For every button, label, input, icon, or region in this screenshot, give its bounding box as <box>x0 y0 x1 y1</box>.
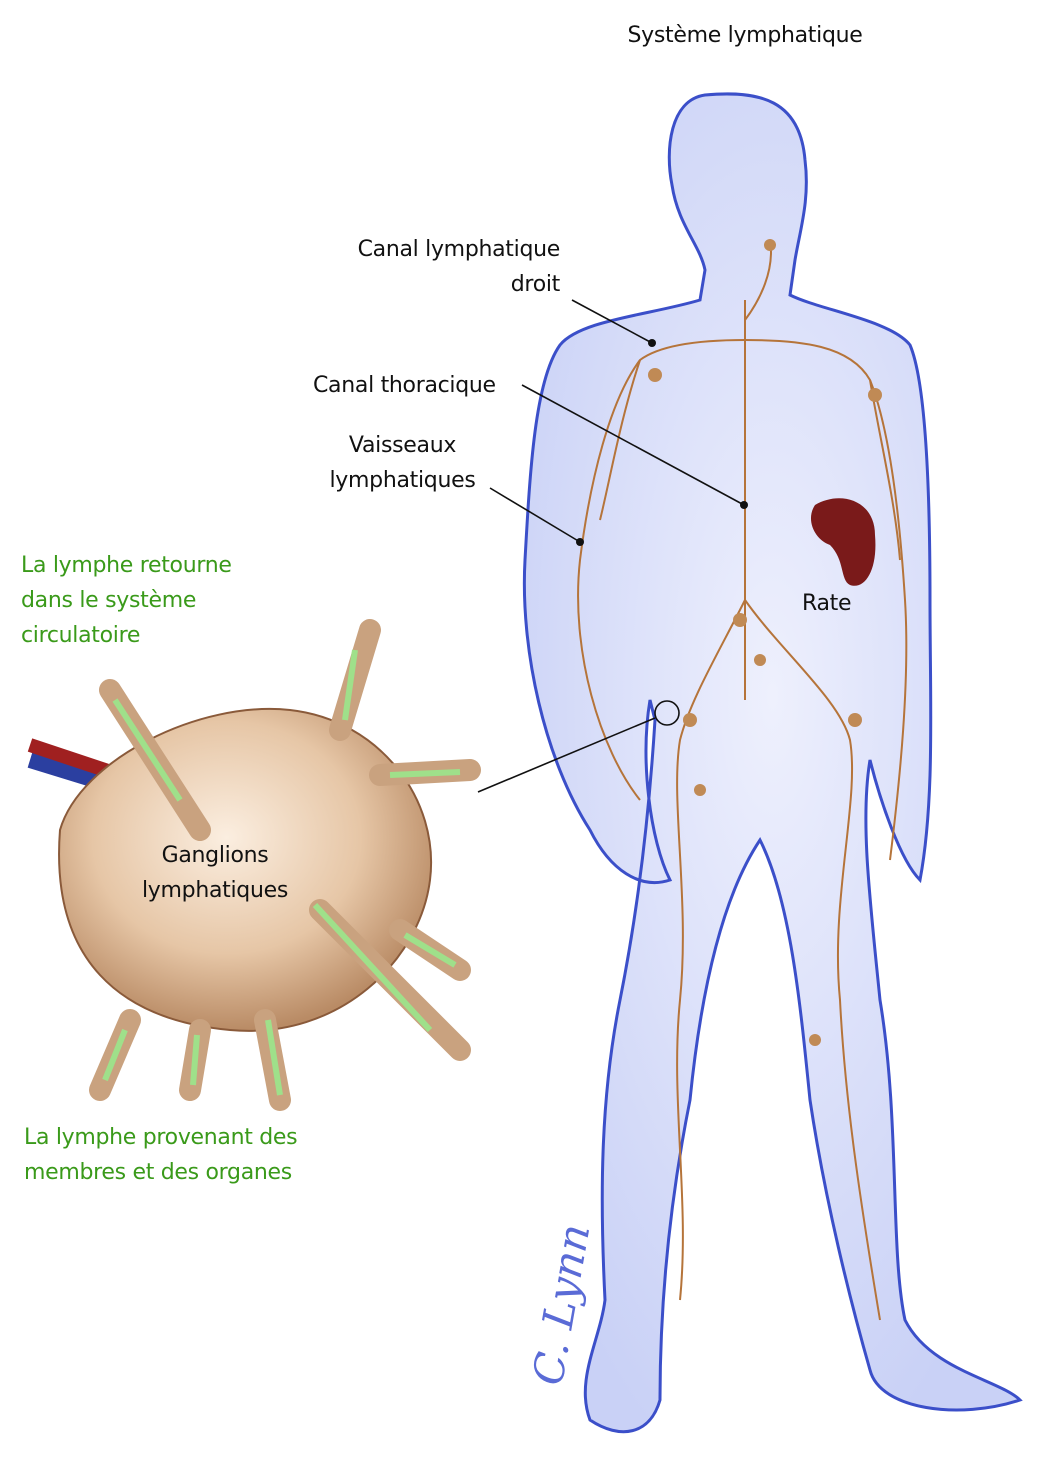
spleen-organ <box>810 498 876 586</box>
thoracic-duct-label: Canal thoracique <box>313 373 496 398</box>
spleen-label: Rate <box>802 591 852 616</box>
label-line: Canal lymphatique <box>357 237 561 262</box>
lymphatic-vessels <box>577 239 908 1321</box>
lymph-incoming-caption: La lymphe provenant des membres et des o… <box>24 1120 298 1190</box>
label-line: lymphatiques <box>142 878 288 903</box>
lymph-nodes <box>648 239 882 1046</box>
caption-line: La lymphe provenant des <box>24 1125 298 1150</box>
label-line: droit <box>510 272 561 297</box>
label-line: lymphatiques <box>329 468 476 493</box>
lymph-return-caption: La lymphe retourne dans le système circu… <box>21 548 232 653</box>
caption-line: membres et des organes <box>24 1160 292 1185</box>
lymphatic-vessels-label: Vaisseaux lymphatiques <box>310 428 495 498</box>
caption-line: dans le système <box>21 588 197 613</box>
human-body-figure <box>522 92 1023 1434</box>
lymph-node-cross-section <box>27 619 481 1111</box>
lymph-nodes-label: Ganglions lymphatiques <box>120 838 310 908</box>
label-line: Vaisseaux <box>348 433 457 458</box>
caption-line: circulatoire <box>21 623 141 648</box>
leader-lines <box>477 299 745 793</box>
label-line: Ganglions <box>161 843 269 868</box>
diagram-title: Système lymphatique <box>627 23 863 48</box>
right-lymphatic-duct-label: Canal lymphatique droit <box>300 232 561 302</box>
caption-line: La lymphe retourne <box>21 553 232 578</box>
